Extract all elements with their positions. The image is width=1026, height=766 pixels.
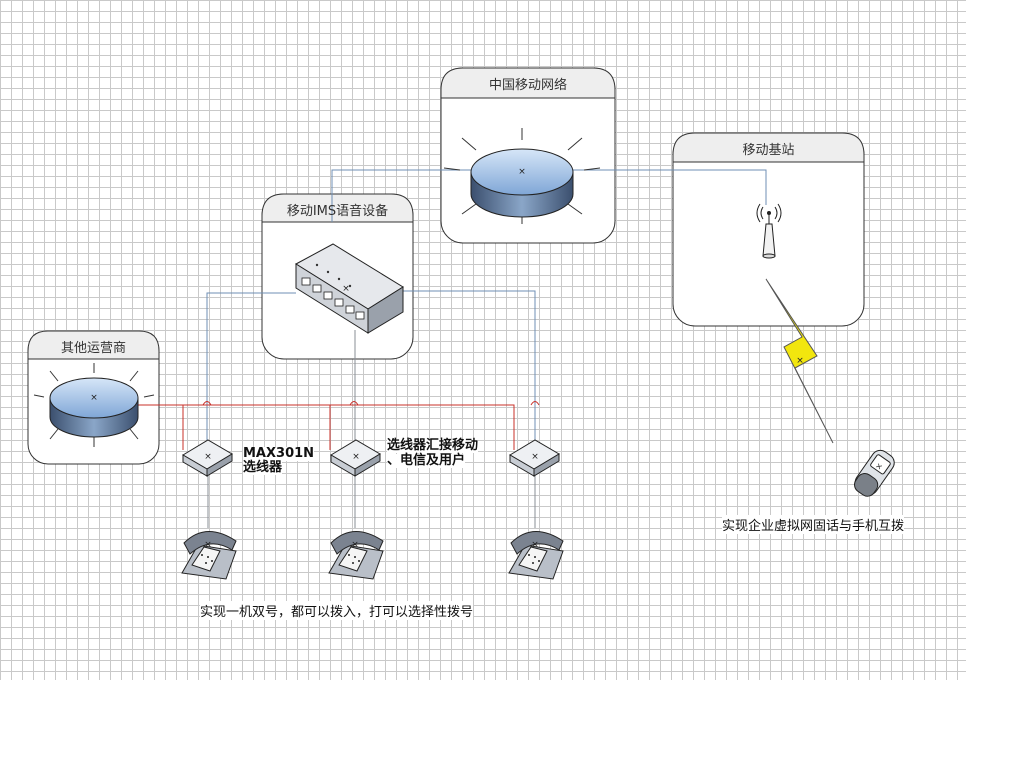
wireless-link-bolt: × <box>765 278 834 444</box>
svg-text:×: × <box>874 461 885 472</box>
selector-device-icon: × <box>509 439 560 477</box>
svg-text:×: × <box>518 167 526 177</box>
router-icon: × <box>443 128 601 224</box>
selector-desc-line2: 、电信及用户 <box>387 453 466 468</box>
desk-phone-icon: × <box>328 531 384 580</box>
svg-text:×: × <box>90 393 98 403</box>
links-red <box>138 401 540 450</box>
selector-model-label: MAX301N <box>243 446 315 461</box>
svg-text:×: × <box>342 284 350 294</box>
svg-text:×: × <box>204 452 212 462</box>
links-gray <box>207 330 536 528</box>
switch-icon: × <box>295 243 404 334</box>
selector-device-icon: × <box>182 439 233 477</box>
group-title-base-station: 移动基站 <box>742 143 795 158</box>
desk-phone-icon: × <box>508 531 564 580</box>
antenna-icon <box>756 203 782 259</box>
group-title-ims: 移动IMS语音设备 <box>286 204 389 219</box>
svg-text:×: × <box>531 452 539 462</box>
svg-text:×: × <box>352 452 360 462</box>
desk-phone-icon: × <box>181 531 237 580</box>
links-blue <box>206 169 767 458</box>
mobile-phone-icon: × <box>854 449 895 497</box>
group-title-china-mobile: 中国移动网络 <box>488 78 567 93</box>
router-icon: × <box>33 363 155 447</box>
caption-mobile: 实现企业虚拟网固话与手机互拨 <box>722 515 905 534</box>
svg-text:×: × <box>531 540 539 550</box>
caption-phones: 实现一机双号，都可以拨入，打可以选择性拨号 <box>200 601 474 620</box>
selector-name-label: 选线器 <box>243 460 283 475</box>
group-title-other-carriers: 其他运营商 <box>60 341 126 356</box>
svg-text:×: × <box>351 540 359 550</box>
svg-text:×: × <box>204 540 212 550</box>
svg-text:×: × <box>796 356 804 366</box>
selector-desc-line1: 选线器汇接移动 <box>387 438 479 453</box>
selector-device-icon: × <box>330 439 381 477</box>
